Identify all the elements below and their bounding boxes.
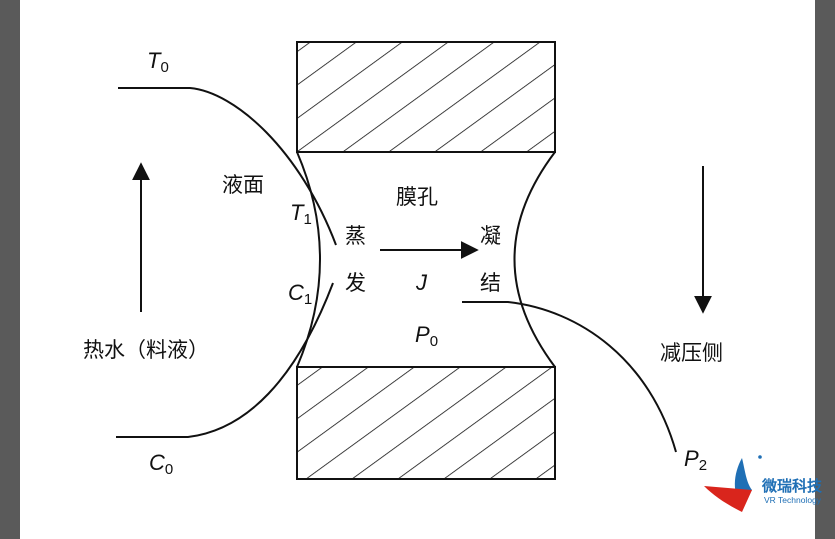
- concentration-profile-curve: [116, 282, 334, 438]
- label-J: J: [415, 270, 428, 295]
- logo-swoosh-red-icon: [704, 486, 752, 512]
- label-condensation-2: 结: [480, 271, 501, 295]
- label-P0: P0: [415, 322, 438, 350]
- label-membrane-pore: 膜孔: [396, 185, 438, 209]
- label-reduced-pressure-side: 减压侧: [660, 341, 723, 365]
- pore-left-wall: [296, 151, 321, 368]
- membrane-top-block: [296, 41, 556, 153]
- label-C1: C1: [288, 280, 312, 308]
- left-side-bar: [0, 0, 20, 539]
- label-condensation-1: 凝: [480, 224, 501, 248]
- label-T1: T1: [290, 200, 312, 228]
- right-side-bar: [815, 0, 835, 539]
- label-evaporation-1: 蒸: [345, 224, 366, 248]
- label-evaporation-2: 发: [345, 271, 366, 295]
- logo-subtitle: VR Technology: [764, 495, 822, 505]
- label-T0: T0: [147, 48, 169, 76]
- logo-dot-icon: [758, 455, 762, 459]
- temperature-profile-curve: [118, 87, 337, 246]
- label-P2: P2: [684, 446, 707, 474]
- vapor-pressure-profile-curve: [462, 301, 677, 453]
- vr-technology-logo: 微瑞科技 VR Technology: [704, 455, 823, 512]
- label-C0: C0: [149, 450, 173, 478]
- membrane-bottom-block: [296, 366, 556, 480]
- label-liquid-surface: 液面: [222, 173, 264, 197]
- label-hot-water-feed: 热水（料液）: [83, 338, 209, 362]
- logo-name: 微瑞科技: [761, 477, 823, 495]
- pore-right-wall: [513, 151, 556, 368]
